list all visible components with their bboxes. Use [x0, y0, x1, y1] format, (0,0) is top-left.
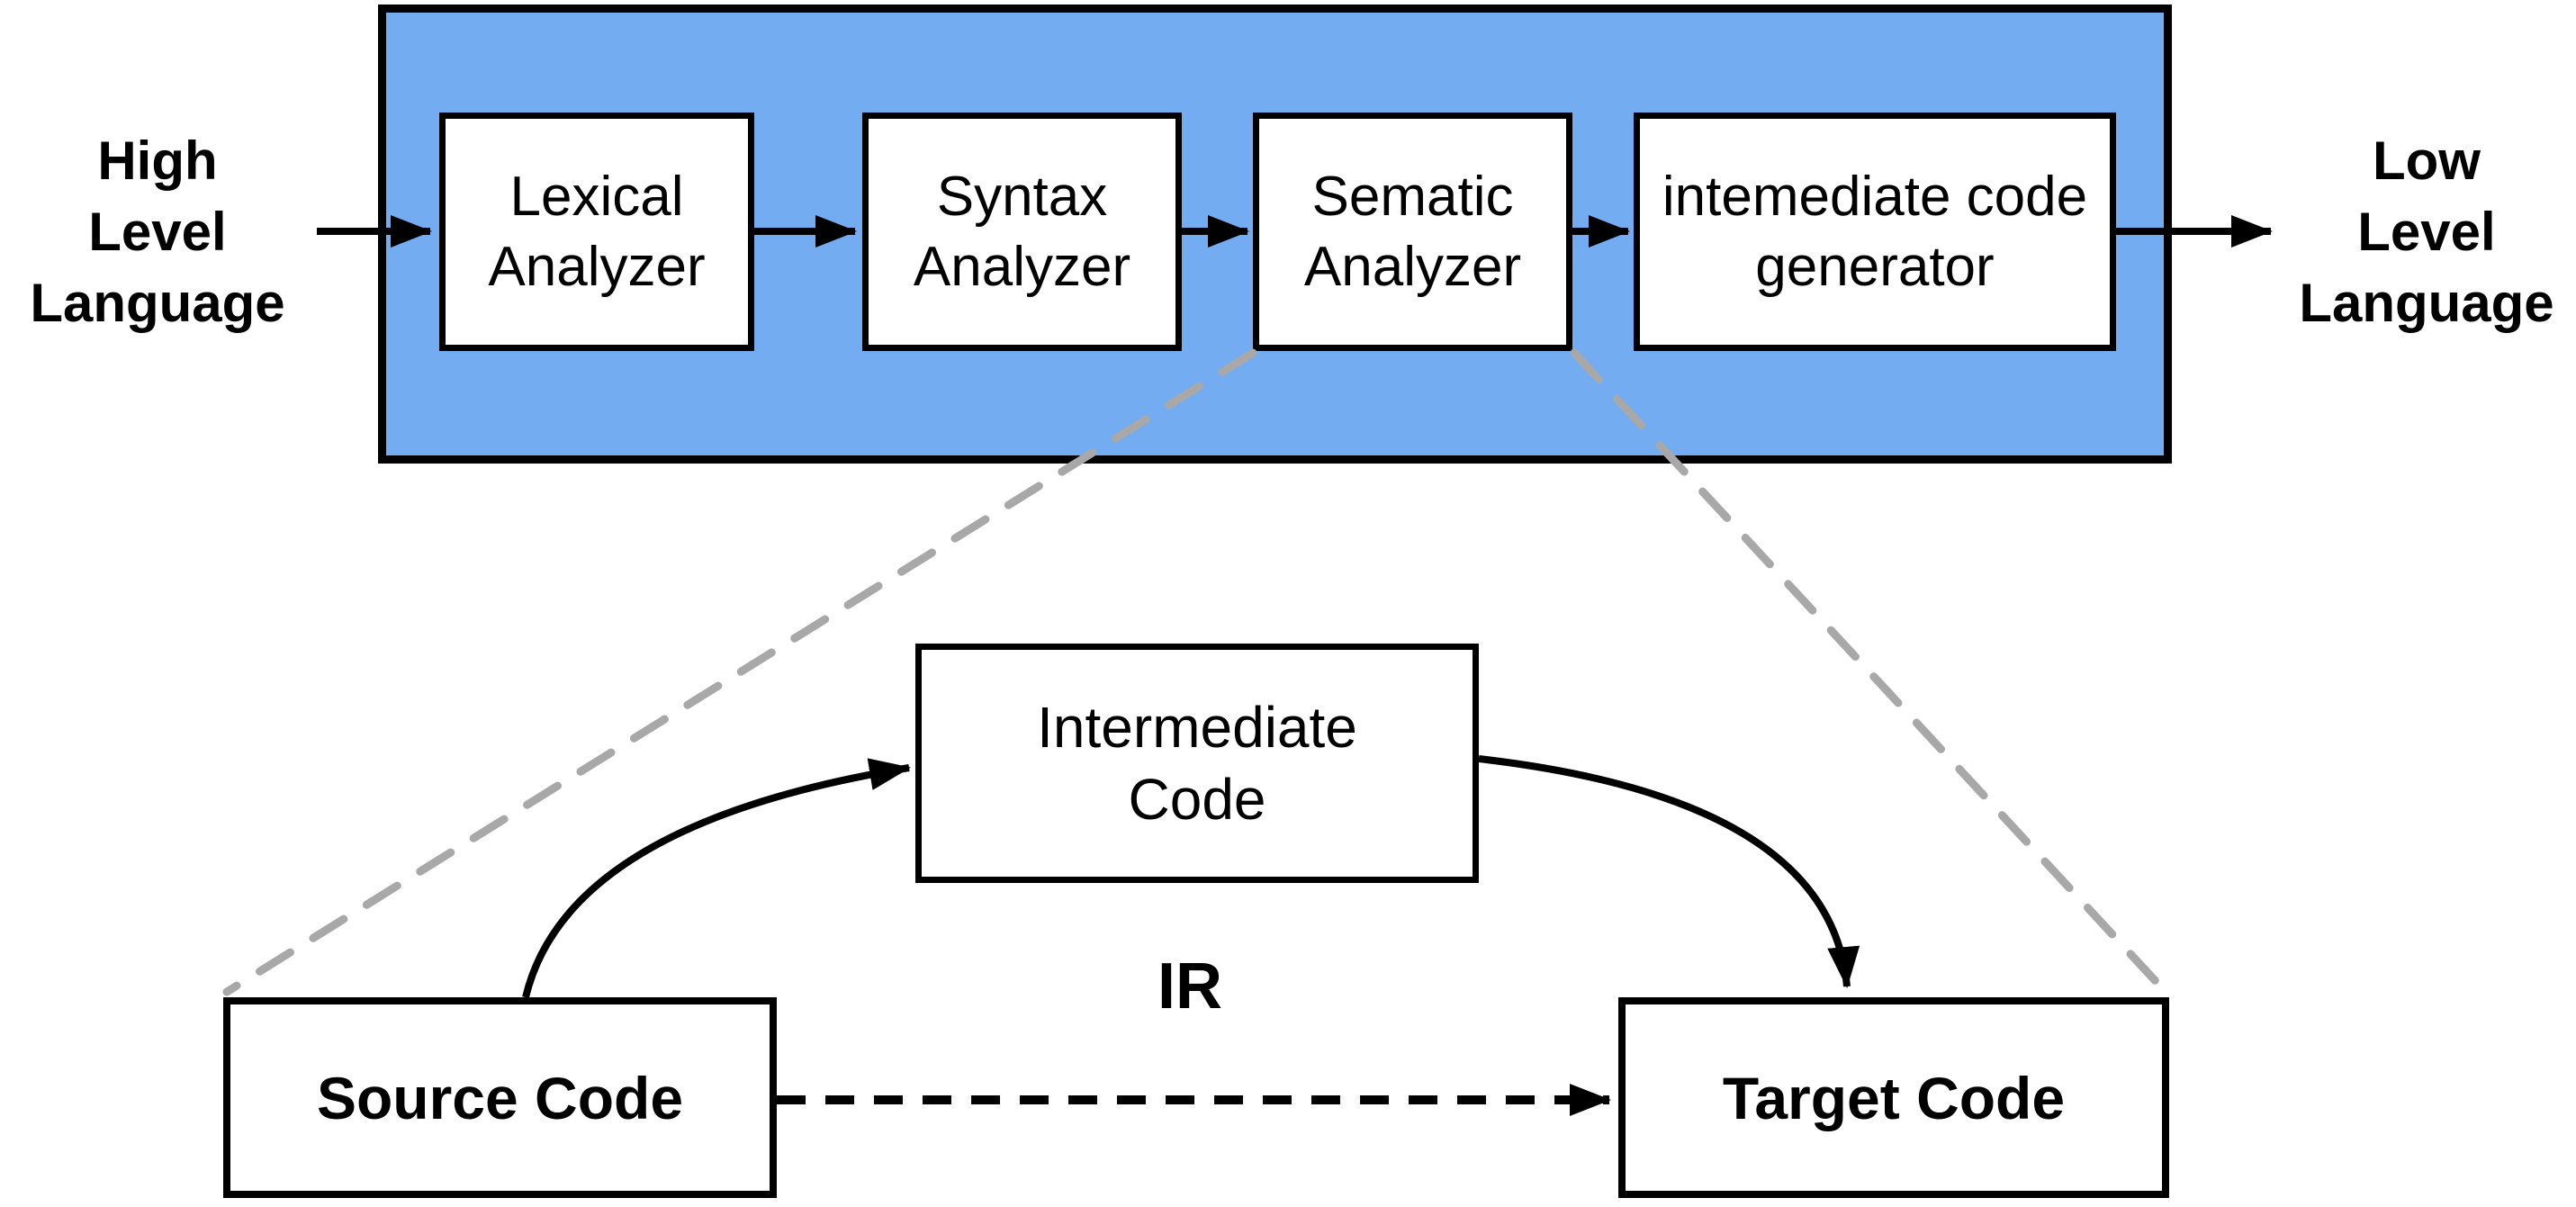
- curve-source-to-intermediate: [522, 758, 911, 998]
- high-level-language-label: High Level Language: [30, 130, 285, 334]
- stage-label-sematic-analyzer: Sematic Analyzer: [1303, 166, 1522, 298]
- stage-label-lexical-analyzer: Lexical Analyzer: [488, 166, 706, 298]
- stage-box-intermediate-code-generator: intemediate code generator: [1634, 113, 2116, 351]
- source-code-label: Source Code: [316, 1064, 684, 1131]
- intermediate-code-box: Intermediate Code: [915, 644, 1479, 883]
- source-code-box: Source Code: [223, 997, 777, 1198]
- stage-box-lexical-analyzer: Lexical Analyzer: [439, 113, 754, 351]
- target-code-label: Target Code: [1722, 1064, 2066, 1131]
- ir-label: IR: [1157, 950, 1222, 1022]
- stage-label-intermediate-code-generator: intemediate code generator: [1662, 166, 2088, 298]
- curve-intermediate-to-target: [1478, 755, 1860, 988]
- low-level-language-label: Low Level Language: [2299, 130, 2554, 334]
- stage-label-syntax-analyzer: Syntax Analyzer: [913, 166, 1131, 298]
- stage-box-sematic-analyzer: Sematic Analyzer: [1253, 113, 1572, 351]
- intermediate-code-label: Intermediate Code: [1037, 695, 1357, 832]
- target-code-box: Target Code: [1618, 997, 2169, 1198]
- stage-box-syntax-analyzer: Syntax Analyzer: [862, 113, 1182, 351]
